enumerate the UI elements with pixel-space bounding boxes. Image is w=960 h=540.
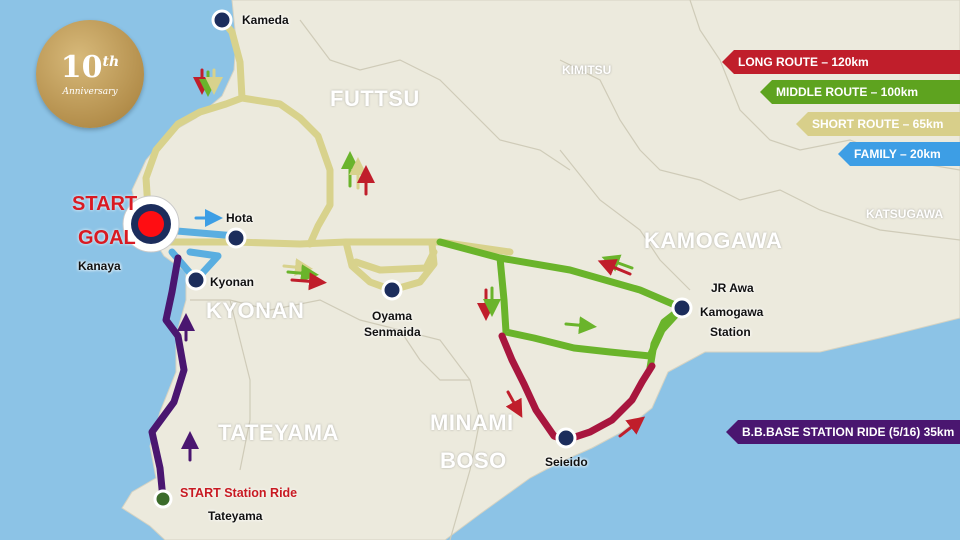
hota-marker (225, 227, 247, 249)
label-oyama: Oyama (372, 309, 413, 323)
legend-long-route: LONG ROUTE – 120km (722, 50, 960, 74)
label-start: START (72, 193, 138, 215)
region-tateyama: TATEYAMA (218, 420, 339, 445)
badge-subtitle: Anniversary (62, 87, 118, 97)
region-futtsu: FUTTSU (330, 86, 420, 111)
oyama-marker (381, 279, 403, 301)
land-mass (121, 0, 960, 540)
start-goal-marker (122, 195, 180, 253)
label-kameda: Kameda (242, 13, 289, 27)
anniversary-badge: 10th Anniversary (36, 20, 144, 128)
legend-short-route: SHORT ROUTE – 65km (796, 112, 960, 136)
region-minami: MINAMI (430, 410, 514, 435)
kyonan-marker (185, 269, 207, 291)
label-kyonan: Kyonan (210, 275, 255, 289)
label-kanaya: Kanaya (78, 259, 121, 273)
label-goal: GOAL (78, 227, 136, 249)
short-route (142, 16, 514, 294)
jr-awa-marker (671, 297, 693, 319)
legend-station-ride: B.B.BASE STATION RIDE (5/16) 35km (726, 420, 960, 444)
region-boso: BOSO (440, 448, 507, 473)
label-hota: Hota (226, 211, 253, 225)
label-station-ride-start: START Station Ride (180, 486, 298, 500)
label-senmaida: Senmaida (364, 325, 421, 339)
label-kamogawa-station-2: Station (710, 325, 751, 339)
place-markers (153, 9, 693, 509)
seieido-marker (555, 427, 577, 449)
region-kamogawa: KAMOGAWA (644, 228, 783, 253)
middle-route (436, 238, 686, 372)
label-tateyama: Tateyama (208, 509, 263, 523)
legend-family-route: FAMILY – 20km (838, 142, 960, 166)
station-ride-route (148, 254, 188, 503)
legend-middle-route: MIDDLE ROUTE – 100km (760, 80, 960, 104)
region-kimitsu: KIMITSU (562, 63, 612, 77)
label-jr-awa: JR Awa (711, 281, 754, 295)
label-seieido: Seieido (545, 455, 588, 469)
region-kyonan: KYONAN (206, 298, 305, 323)
tateyama-marker (153, 489, 173, 509)
badge-number: 10th (60, 50, 120, 85)
direction-arrows (177, 68, 646, 462)
kameda-marker (211, 9, 233, 31)
region-katsugawa: KATSUGAWA (866, 207, 944, 221)
label-kamogawa-station-1: Kamogawa (700, 305, 764, 319)
